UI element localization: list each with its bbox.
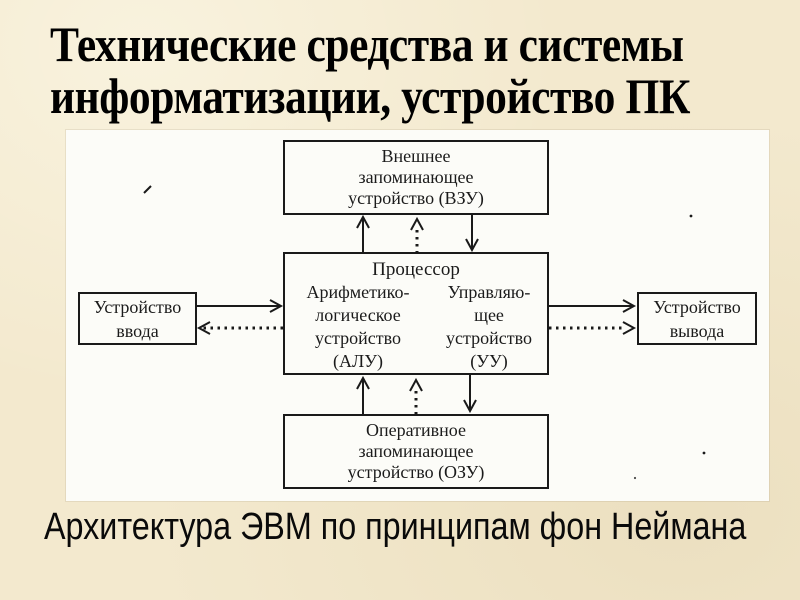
- box-input-device: Устройство ввода: [78, 292, 197, 345]
- arrow-processor-to-input-dotted: [196, 321, 283, 335]
- arrow-ozu-to-processor-dotted: [409, 377, 423, 414]
- processor-title: Процессор: [372, 259, 460, 280]
- vzu-label-line: запоминающее: [358, 167, 474, 187]
- input-label-line: ввода: [116, 320, 159, 341]
- uu-label-line: (УУ): [470, 351, 508, 371]
- vzu-label-line: устройство (ВЗУ): [348, 188, 484, 208]
- box-external-storage: Внешнее запоминающее устройство (ВЗУ): [283, 140, 549, 215]
- uu-label-line: устройство: [446, 328, 532, 348]
- arrow-vzu-to-processor-solid: [465, 215, 479, 253]
- alu-label-line: устройство: [315, 328, 401, 348]
- alu-label-line: (АЛУ): [333, 351, 383, 371]
- box-ram: Оперативное запоминающее устройство (ОЗУ…: [283, 414, 549, 489]
- scan-artifacts: [143, 185, 706, 480]
- arrow-processor-to-vzu-solid: [356, 214, 370, 252]
- alu-label-line: логическое: [315, 305, 401, 325]
- processor-columns: Арифметико- логическое устройство (АЛУ) …: [285, 281, 547, 373]
- vzu-label-line: Внешнее: [381, 146, 451, 166]
- slide-caption: Архитектура ЭВМ по принципам фон Неймана: [44, 506, 747, 548]
- slide-title: Технические средства и системы информати…: [50, 18, 690, 122]
- slide-title-line-1: Технические средства и системы: [50, 16, 684, 72]
- diagram-panel: Внешнее запоминающее устройство (ВЗУ) Пр…: [66, 130, 769, 501]
- input-label-line: Устройство: [93, 296, 182, 317]
- slide-title-line-2: информатизации, устройство ПК: [50, 68, 690, 124]
- arrow-processor-to-ozu-solid: [463, 375, 477, 414]
- ozu-label-line: Оперативное: [366, 420, 466, 440]
- arrow-processor-to-output-dotted: [549, 321, 637, 335]
- box-output-device: Устройство вывода: [637, 292, 757, 345]
- output-label-line: Устройство: [653, 296, 741, 317]
- uu-label-line: щее: [474, 305, 504, 325]
- output-label-line: вывода: [669, 320, 725, 341]
- processor-uu: Управляю- щее устройство (УУ): [431, 281, 547, 373]
- ozu-label-line: запоминающее: [358, 441, 474, 461]
- arrow-processor-to-vzu-dotted: [410, 216, 424, 252]
- uu-label-line: Управляю-: [447, 282, 531, 302]
- box-processor: Процессор Арифметико- логическое устройс…: [283, 252, 549, 375]
- alu-label-line: Арифметико-: [306, 282, 410, 302]
- arrow-ozu-to-processor-solid: [356, 375, 370, 414]
- arrow-processor-to-output-solid: [549, 299, 637, 313]
- arrow-input-to-processor-solid: [197, 299, 284, 313]
- processor-alu: Арифметико- логическое устройство (АЛУ): [285, 281, 431, 373]
- ozu-label-line: устройство (ОЗУ): [347, 462, 485, 482]
